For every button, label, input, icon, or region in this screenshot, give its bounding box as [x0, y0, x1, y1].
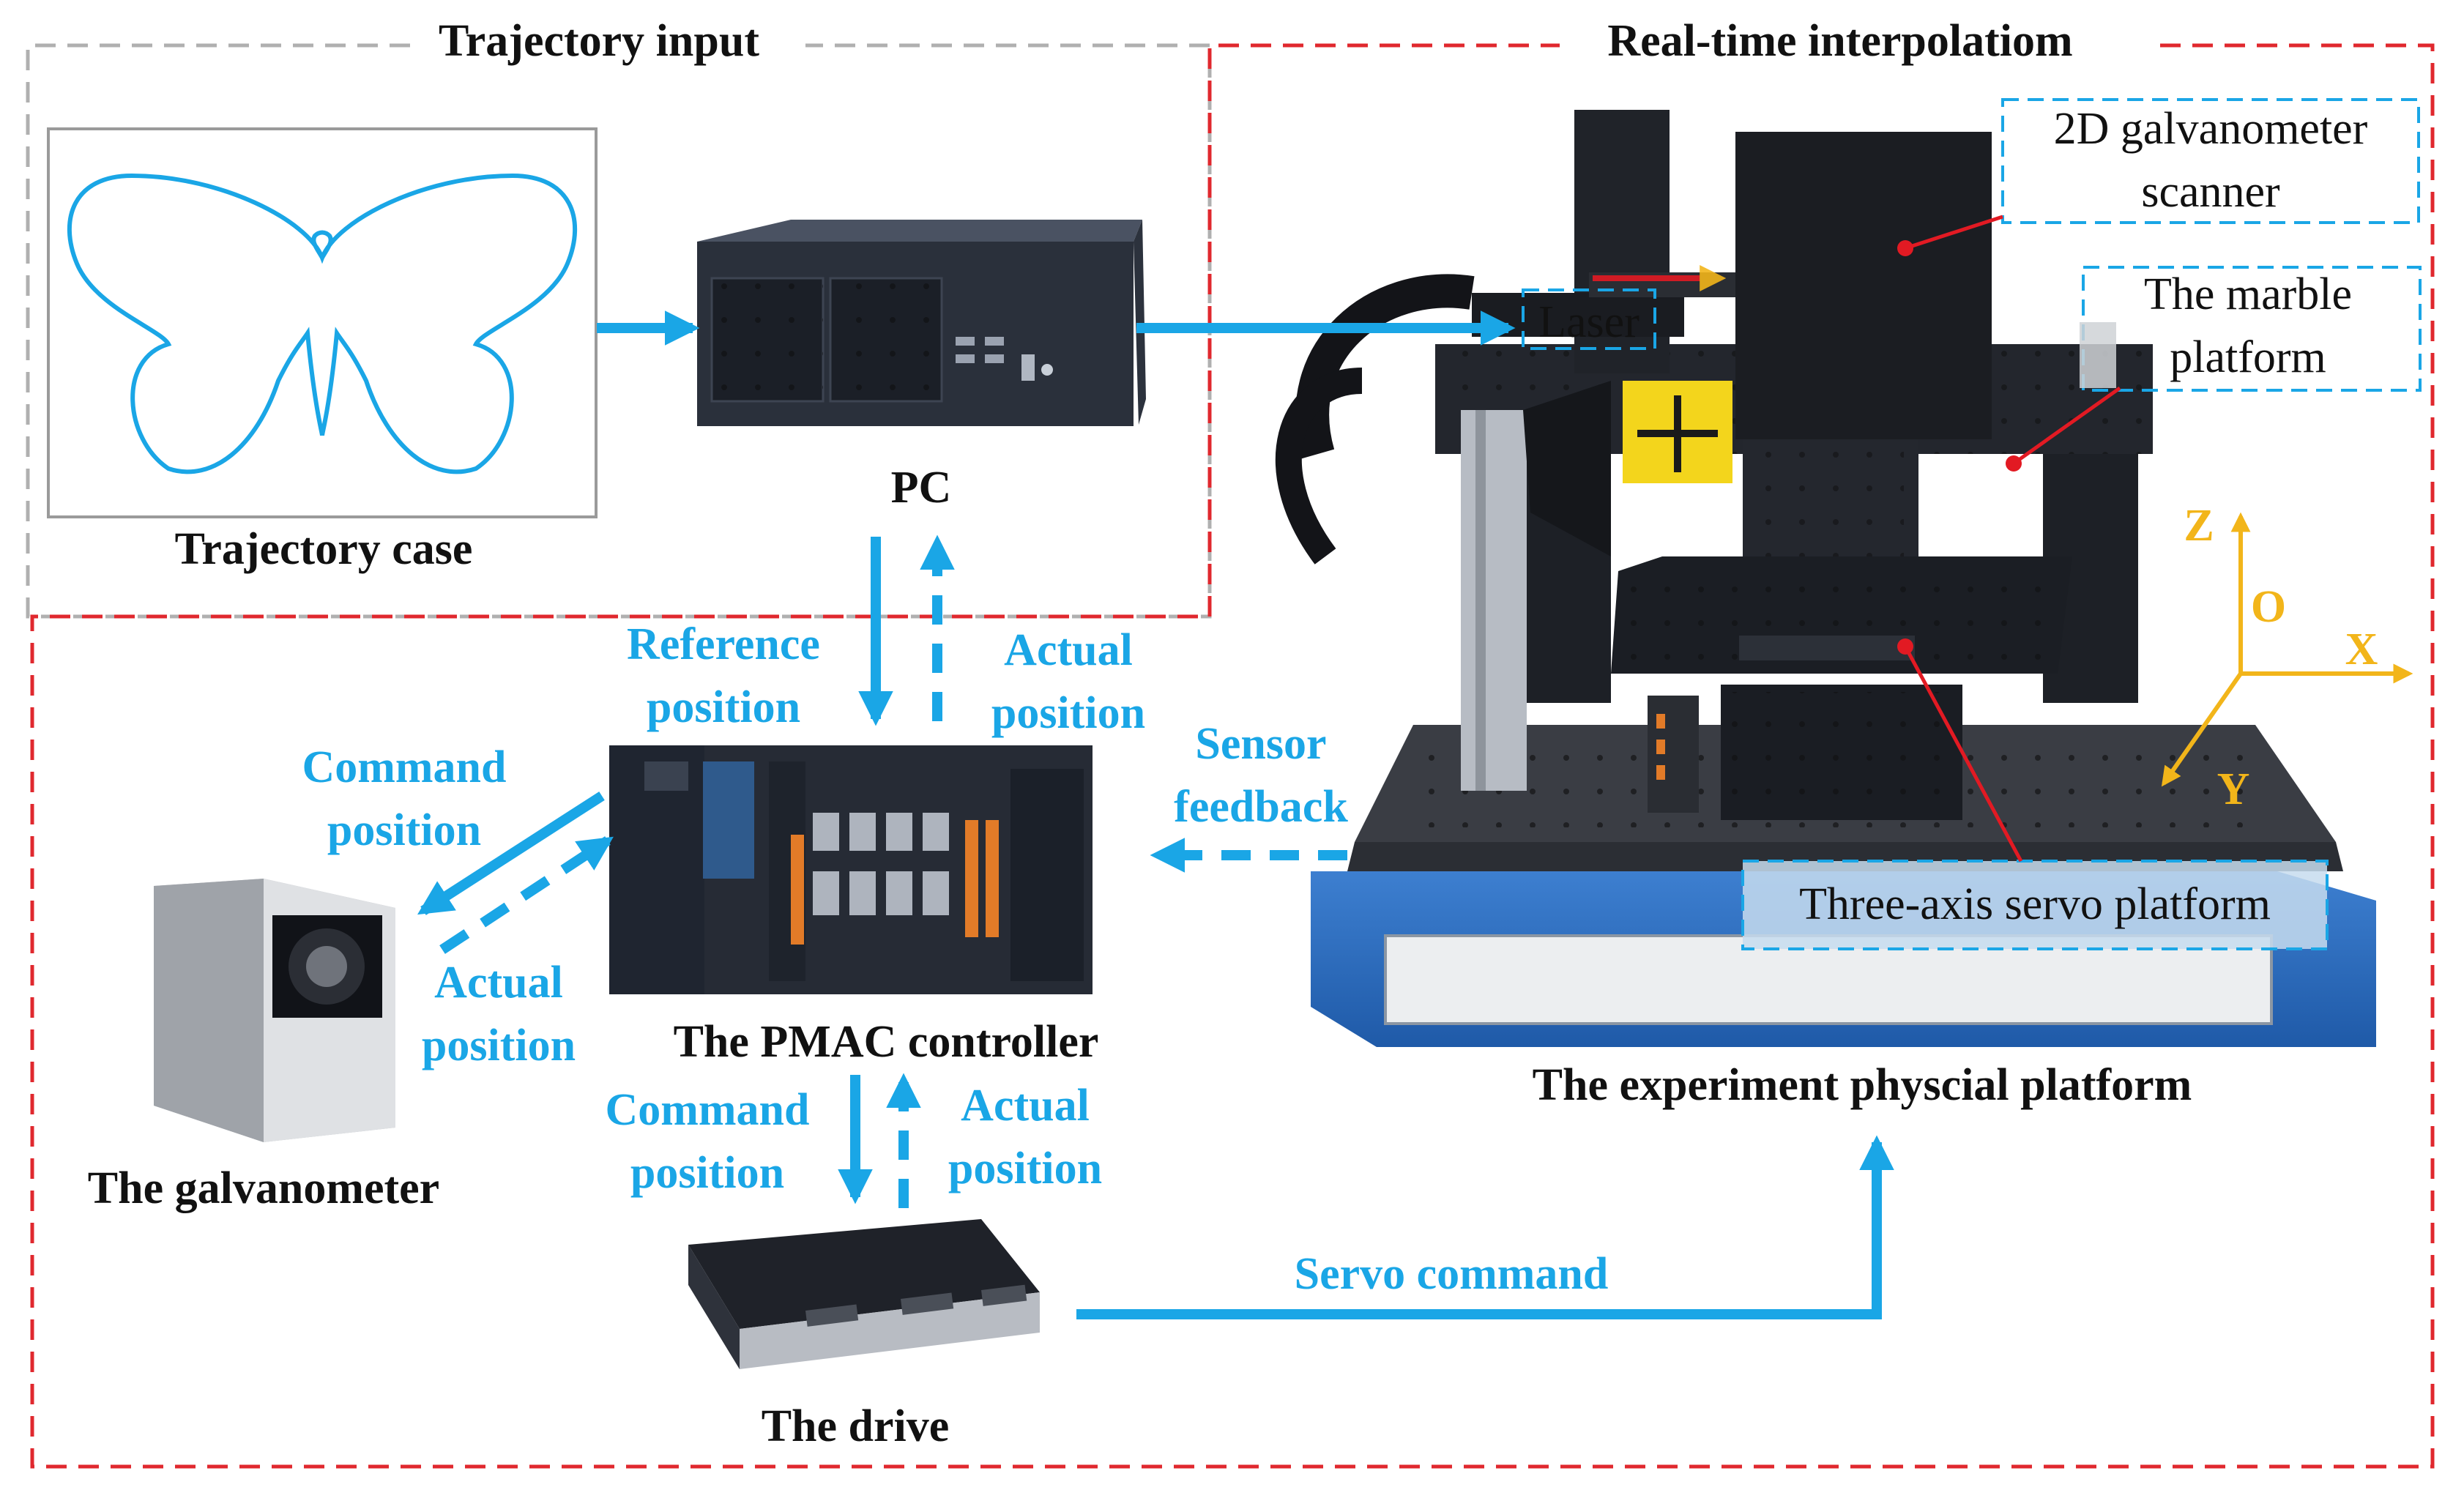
- flow-arrows: [417, 310, 1894, 1319]
- label-pc: PC: [891, 463, 952, 513]
- arrow-actual-galvo: [439, 836, 614, 954]
- callout-servo-platform: Three-axis servo platform: [1741, 638, 2329, 950]
- flow-label-command-drive-line1: Command: [605, 1085, 809, 1135]
- region-title-real-time-interpolation: Real-time interpolatiom: [1607, 16, 2072, 66]
- callout-marble-platform: The marble platform: [2006, 266, 2422, 472]
- label-drive: The drive: [762, 1401, 950, 1451]
- callout-label-marble-line1: The marble: [2144, 269, 2352, 319]
- axis-label-x: X: [2345, 625, 2378, 674]
- flow-label-reference-line2: position: [647, 682, 800, 732]
- region-real-time-interpolation: [30, 43, 2435, 1469]
- callout-label-laser: Laser: [1538, 297, 1639, 347]
- callout-galvanometer-scanner: 2D galvanometer scanner: [1897, 98, 2420, 256]
- flow-label-sensor-line2: feedback: [1174, 782, 1348, 832]
- pmac-controller-image: [609, 745, 1093, 994]
- region-title-trajectory-input: Trajectory input: [439, 16, 759, 66]
- flow-label-sensor-line1: Sensor: [1195, 719, 1326, 769]
- axis-label-o: O: [2251, 582, 2286, 632]
- flow-label-reference-line1: Reference: [627, 619, 820, 669]
- callout-label-servo-platform: Three-axis servo platform: [1799, 879, 2271, 929]
- flow-label-actual-galvo-line2: position: [422, 1021, 576, 1070]
- axis-label-z: Z: [2184, 501, 2214, 551]
- flow-label-command-drive-line2: position: [630, 1148, 784, 1198]
- trajectory-case-panel: [47, 127, 598, 518]
- label-trajectory-case: Trajectory case: [175, 524, 473, 574]
- callout-label-marble-line2: platform: [2170, 332, 2326, 382]
- flow-label-actual-drive-line2: position: [948, 1144, 1102, 1193]
- flow-label-servo-command: Servo command: [1295, 1249, 1609, 1299]
- flow-label-command-galvo-line2: position: [327, 805, 481, 855]
- callout-laser: Laser: [1522, 265, 1727, 350]
- callout-label-scanner-line1: 2D galvanometer: [2054, 104, 2368, 154]
- flow-label-actual-drive-line1: Actual: [961, 1081, 1090, 1130]
- flow-label-command-galvo-line1: Command: [302, 742, 506, 792]
- coordinate-axes: Z O X Y: [2161, 501, 2413, 814]
- flow-label-actual-galvo-line1: Actual: [434, 958, 563, 1007]
- label-experiment-platform: The experiment physcial platform: [1533, 1060, 2192, 1110]
- flow-label-actual-pc-line2: position: [991, 688, 1145, 738]
- label-galvanometer: The galvanometer: [88, 1163, 439, 1213]
- region-trajectory-input: [26, 43, 1212, 619]
- axis-label-y: Y: [2217, 764, 2250, 814]
- flow-label-actual-pc-line1: Actual: [1004, 625, 1133, 675]
- drive-image: [688, 1219, 1040, 1369]
- butterfly-trajectory: [67, 173, 578, 474]
- galvanometer-image: [154, 879, 395, 1142]
- arrow-command-galvo: [417, 791, 605, 915]
- callout-label-scanner-line2: scanner: [2141, 167, 2280, 217]
- label-pmac-controller: The PMAC controller: [674, 1017, 1099, 1067]
- arrow-servo-command: [1076, 1135, 1894, 1319]
- pc-image: [697, 220, 1146, 426]
